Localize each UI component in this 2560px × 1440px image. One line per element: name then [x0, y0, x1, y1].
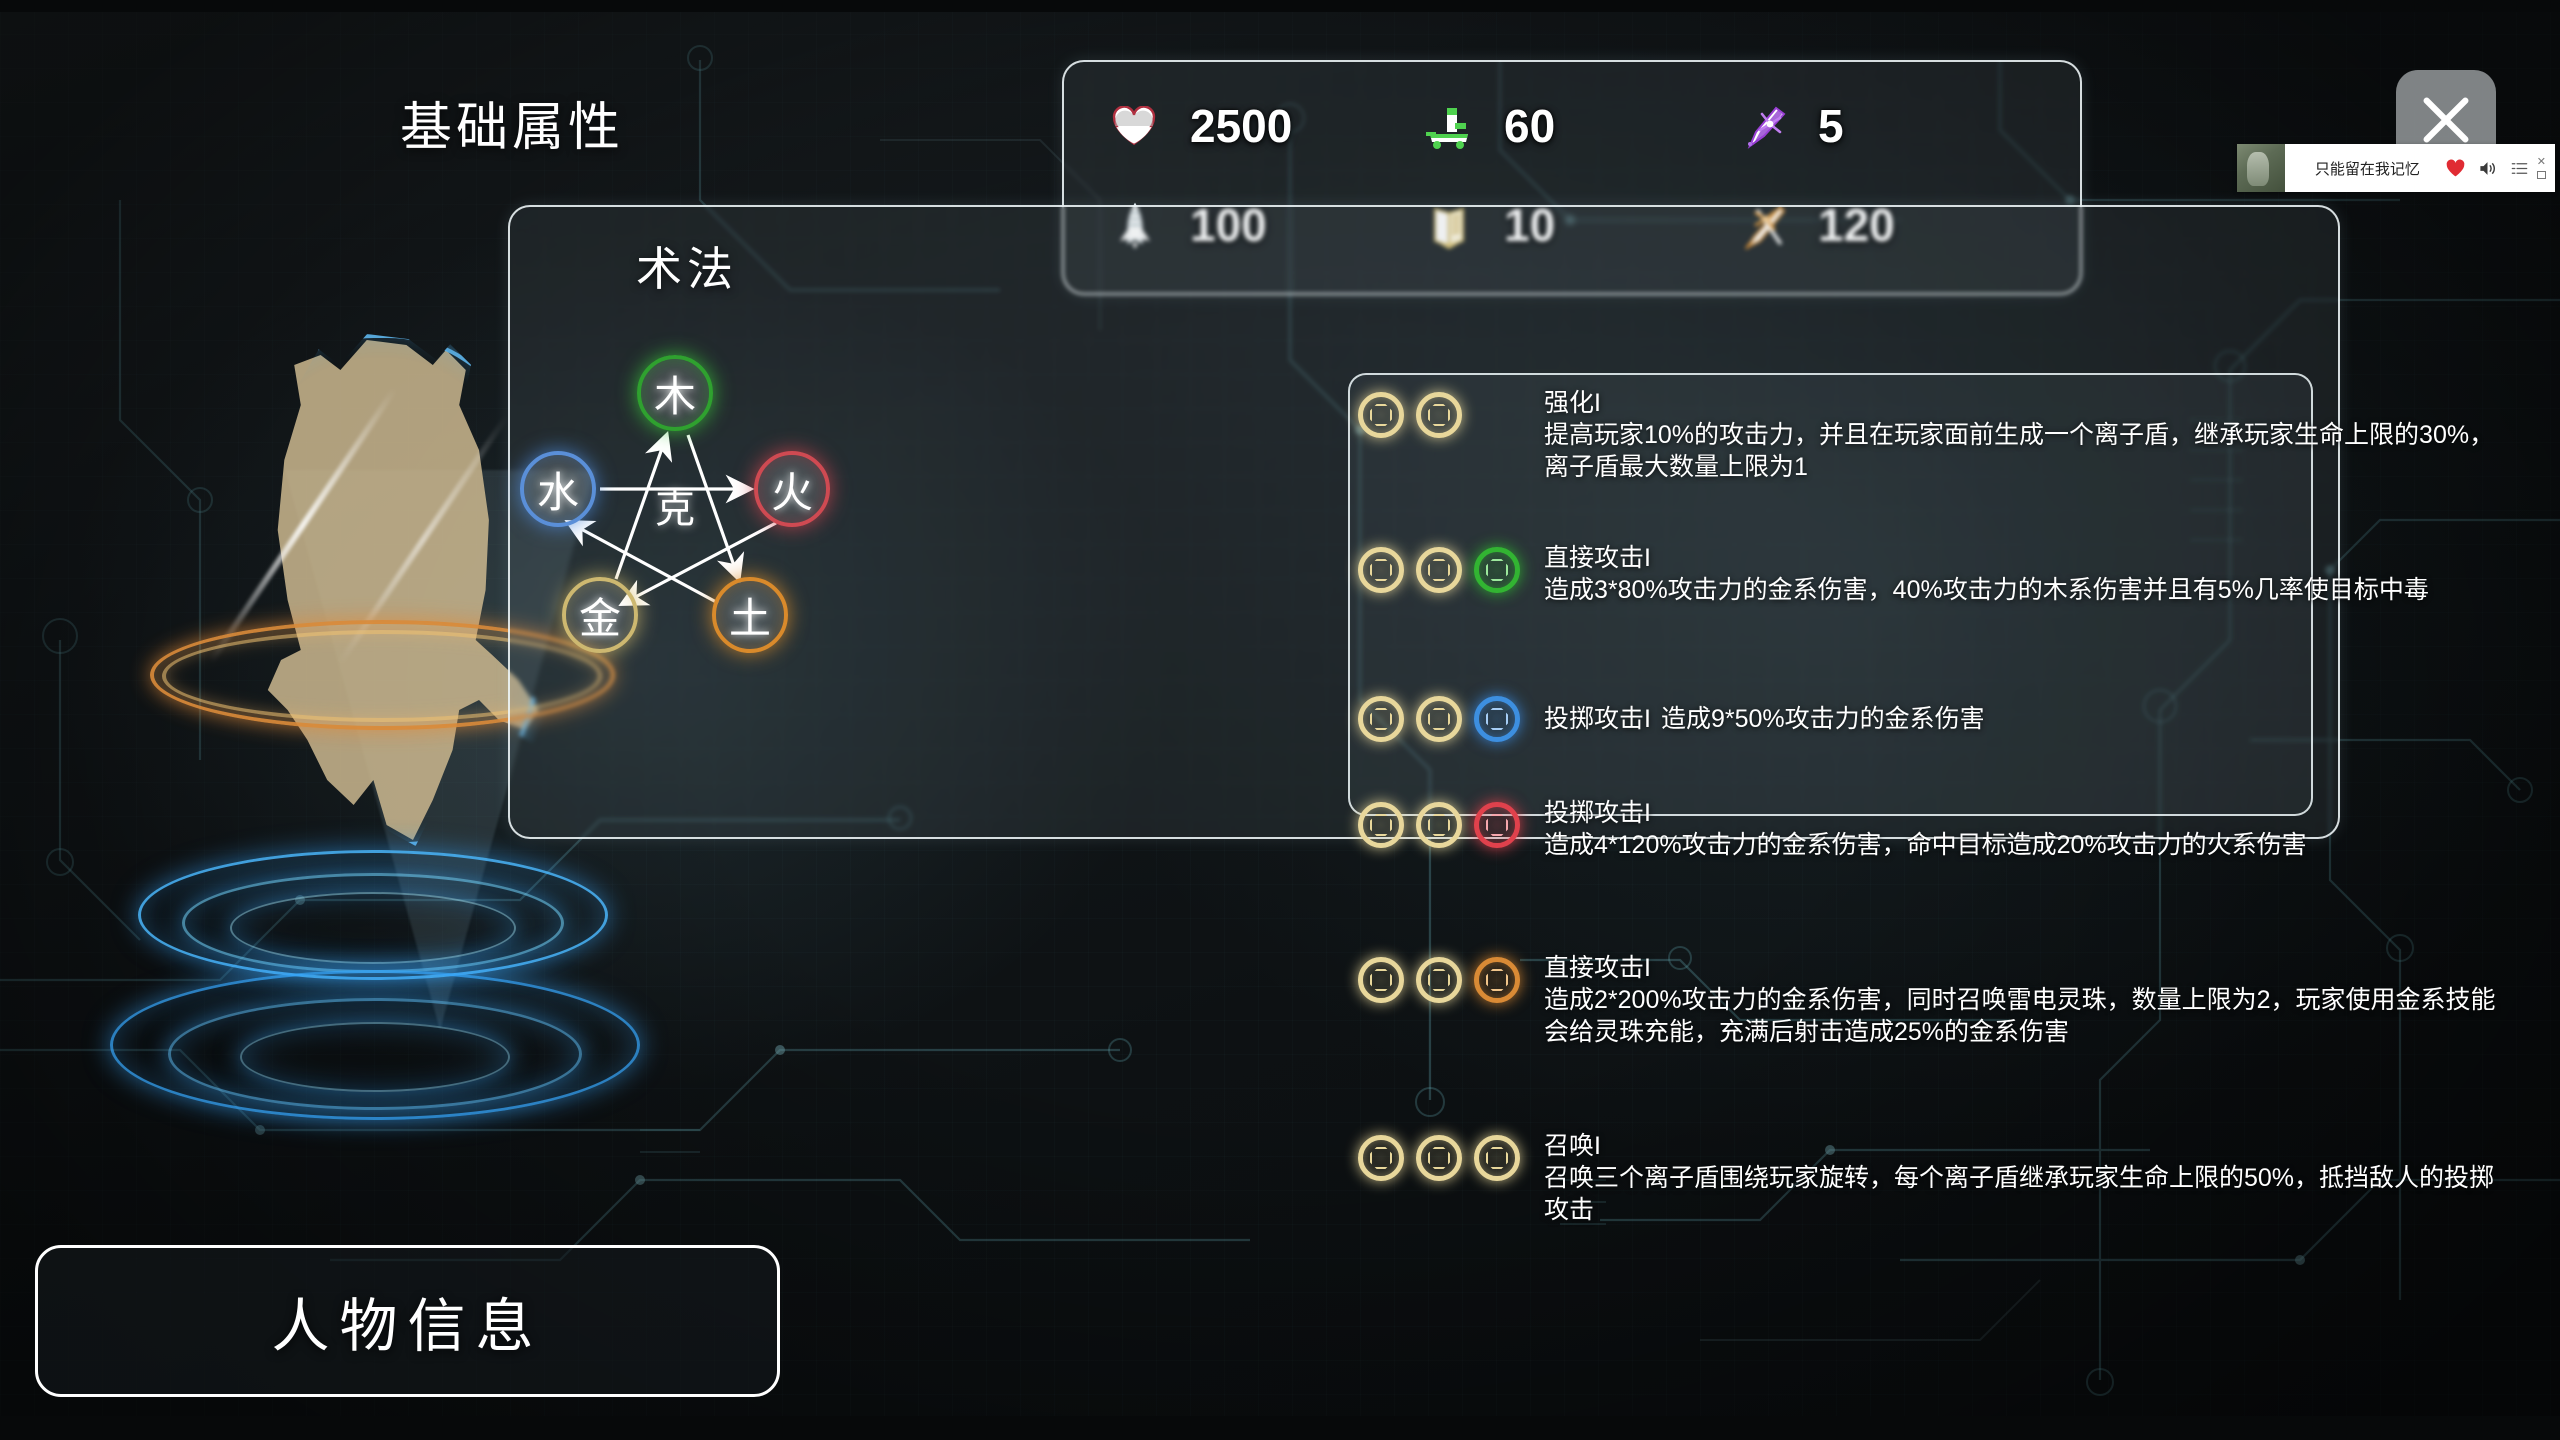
- skill-name: 投掷攻击I: [1544, 704, 1651, 733]
- wuxing-arrows: [564, 430, 777, 606]
- element-orb-metal-icon: [1358, 802, 1404, 848]
- skill-icon-group: [1358, 696, 1544, 742]
- shield-icon: [1418, 100, 1480, 152]
- album-art: [2237, 144, 2285, 192]
- skill-icon-group: [1358, 543, 1544, 593]
- skill-icon-group: [1358, 798, 1544, 848]
- letterbox-bottom: [0, 1416, 2560, 1440]
- element-orb-wood-icon: [1474, 547, 1520, 593]
- music-player-widget[interactable]: 只能留在我记忆 ✕: [2237, 144, 2555, 192]
- element-orb-metal-icon: [1416, 696, 1462, 742]
- skill-description: 造成4*120%攻击力的金系伤害，命中目标造成20%攻击力的火系伤害: [1544, 831, 2307, 859]
- skill-row[interactable]: 投掷攻击I 造成4*120%攻击力的金系伤害，命中目标造成20%攻击力的火系伤害: [1358, 798, 2307, 861]
- element-orb-metal-icon: [1416, 957, 1462, 1003]
- element-orb-metal-icon: [1416, 802, 1462, 848]
- wuxing-element-water[interactable]: 水: [520, 451, 596, 527]
- skill-name: 强化I: [1544, 389, 1601, 417]
- skill-row[interactable]: 召唤I 召唤三个离子盾围绕玩家旋转，每个离子盾继承玩家生命上限的50%，抵挡敌人…: [1358, 1131, 2518, 1226]
- spell-panel-title: 术法: [636, 243, 738, 295]
- skill-name: 直接攻击I: [1544, 954, 1651, 982]
- music-widget-close-icon[interactable]: ✕: [2536, 155, 2546, 168]
- element-orb-metal-icon: [1416, 547, 1462, 593]
- skill-list: 强化I 提高玩家10%的攻击力，并且在玩家面前生成一个离子盾，继承玩家生命上限的…: [1358, 388, 2518, 1224]
- element-orb-earth-icon: [1474, 957, 1520, 1003]
- stat-item-hp: 2500: [1104, 76, 1418, 176]
- element-orb-metal-icon: [1416, 392, 1462, 438]
- music-track-title: 只能留在我记忆: [2314, 160, 2420, 178]
- element-orb-metal-icon: [1358, 547, 1404, 593]
- wuxing-element-earth[interactable]: 土: [712, 577, 788, 653]
- skill-row[interactable]: 投掷攻击I 造成9*50%攻击力的金系伤害: [1358, 696, 1985, 742]
- element-orb-metal-icon: [1358, 392, 1404, 438]
- list-icon[interactable]: [2510, 159, 2529, 178]
- skill-description: 提高玩家10%的攻击力，并且在玩家面前生成一个离子盾，继承玩家生命上限的30%，…: [1544, 421, 2495, 481]
- wuxing-center-label: 克: [655, 487, 695, 531]
- stat-value-crit: 5: [1818, 99, 1844, 152]
- skill-list-box: [1348, 373, 2313, 816]
- skill-name: 直接攻击I: [1544, 544, 1651, 572]
- skill-name: 召唤I: [1544, 1132, 1601, 1160]
- close-icon: [2423, 97, 2469, 143]
- skill-name: 投掷攻击I: [1544, 799, 1651, 827]
- platform-ring-4: [110, 970, 640, 1120]
- element-orb-metal-icon: [1358, 1135, 1404, 1181]
- wuxing-element-wood[interactable]: 木: [637, 355, 713, 431]
- crit-icon: [1732, 100, 1794, 152]
- wuxing-element-fire[interactable]: 火: [754, 451, 830, 527]
- letterbox-top: [0, 0, 2560, 12]
- stat-value-defense: 60: [1504, 99, 1556, 152]
- skill-row[interactable]: 强化I 提高玩家10%的攻击力，并且在玩家面前生成一个离子盾，继承玩家生命上限的…: [1358, 388, 2518, 483]
- platform-ring-3: [230, 892, 516, 964]
- character-info-button[interactable]: 人物信息: [35, 1245, 780, 1397]
- base-stats-title: 基础属性: [400, 99, 625, 157]
- skill-description: 造成3*80%攻击力的金系伤害，40%攻击力的木系伤害并且有5%几率使目标中毒: [1544, 576, 2429, 604]
- skill-icon-group: [1358, 1131, 1544, 1181]
- character-info-button-label: 人物信息: [271, 1294, 544, 1359]
- platform-ring-5: [168, 998, 582, 1110]
- element-orb-metal-icon: [1474, 1135, 1520, 1181]
- element-orb-water-icon: [1474, 696, 1520, 742]
- skill-description: 造成2*200%攻击力的金系伤害，同时召唤雷电灵珠，数量上限为2，玩家使用金系技…: [1544, 986, 2496, 1046]
- skill-description: 造成9*50%攻击力的金系伤害: [1660, 704, 1985, 733]
- wuxing-diagram: 木 水 火 金 土 克: [520, 355, 830, 655]
- element-orb-fire-icon: [1474, 802, 1520, 848]
- stat-item-defense: 60: [1418, 76, 1732, 176]
- platform-ring-6: [240, 1022, 510, 1092]
- element-orb-metal-icon: [1358, 957, 1404, 1003]
- speaker-icon[interactable]: [2478, 159, 2497, 178]
- element-orb-metal-icon: [1358, 696, 1404, 742]
- heart-icon[interactable]: [2446, 158, 2465, 178]
- wuxing-element-metal[interactable]: 金: [562, 577, 638, 653]
- stat-value-hp: 2500: [1190, 99, 1293, 152]
- skill-description: 召唤三个离子盾围绕玩家旋转，每个离子盾继承玩家生命上限的50%，抵挡敌人的投掷攻…: [1544, 1164, 2495, 1224]
- skill-row[interactable]: 直接攻击I 造成2*200%攻击力的金系伤害，同时召唤雷电灵珠，数量上限为2，玩…: [1358, 953, 2518, 1048]
- element-orb-metal-icon: [1416, 1135, 1462, 1181]
- music-widget-restore-icon[interactable]: [2536, 170, 2546, 179]
- skill-icon-group: [1358, 953, 1544, 1003]
- skill-row[interactable]: 直接攻击I 造成3*80%攻击力的金系伤害，40%攻击力的木系伤害并且有5%几率…: [1358, 543, 2429, 606]
- stat-item-crit: 5: [1732, 76, 2046, 176]
- heart-icon: [1104, 100, 1166, 152]
- skill-icon-group: [1358, 388, 1544, 438]
